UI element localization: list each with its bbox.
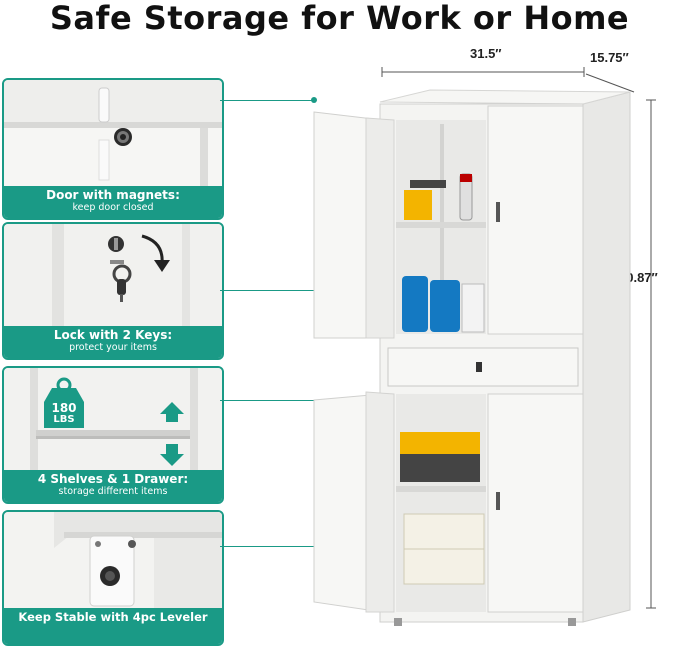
magnet-photo (4, 80, 222, 190)
feature-title: 4 Shelves & 1 Drawer: (37, 472, 189, 486)
cabinet-illustration (300, 62, 670, 642)
caption-lock: Lock with 2 Keys: protect your items (4, 326, 222, 358)
width-label: 31.5″ (470, 46, 502, 61)
feature-panel-leveler: Keep Stable with 4pc Leveler (2, 510, 224, 646)
feature-title: Lock with 2 Keys: (53, 328, 173, 342)
page-title: Safe Storage for Work or Home (49, 0, 630, 37)
feature-panel-lock: Lock with 2 Keys: protect your items (2, 222, 224, 360)
lock-photo (4, 224, 222, 326)
connector-line (220, 100, 314, 101)
feature-subtitle: keep door closed (72, 202, 154, 213)
caption-magnets: Door with magnets: keep door closed (4, 186, 222, 218)
weight-unit: LBS (53, 414, 75, 425)
caption-shelves: 4 Shelves & 1 Drawer: storage different … (4, 470, 222, 502)
feature-subtitle: protect your items (69, 342, 157, 353)
weight-icon: 180 LBS (44, 402, 84, 426)
shelves-photo: 180 LBS (4, 368, 222, 472)
feature-panel-shelves: 180 LBS 4 Shelves & 1 Drawer: storage di… (2, 366, 224, 504)
feature-panel-magnets: Door with magnets: keep door closed (2, 78, 224, 220)
feature-title: Door with magnets: (46, 188, 180, 202)
feature-title: Keep Stable with 4pc Leveler (18, 610, 208, 624)
weight-value: 180 (51, 401, 77, 415)
feature-subtitle: storage different items (58, 486, 168, 497)
connector-dot (311, 97, 317, 103)
caption-leveler: Keep Stable with 4pc Leveler (4, 608, 222, 644)
leveler-photo (4, 512, 222, 610)
depth-label: 15.75″ (590, 50, 629, 65)
